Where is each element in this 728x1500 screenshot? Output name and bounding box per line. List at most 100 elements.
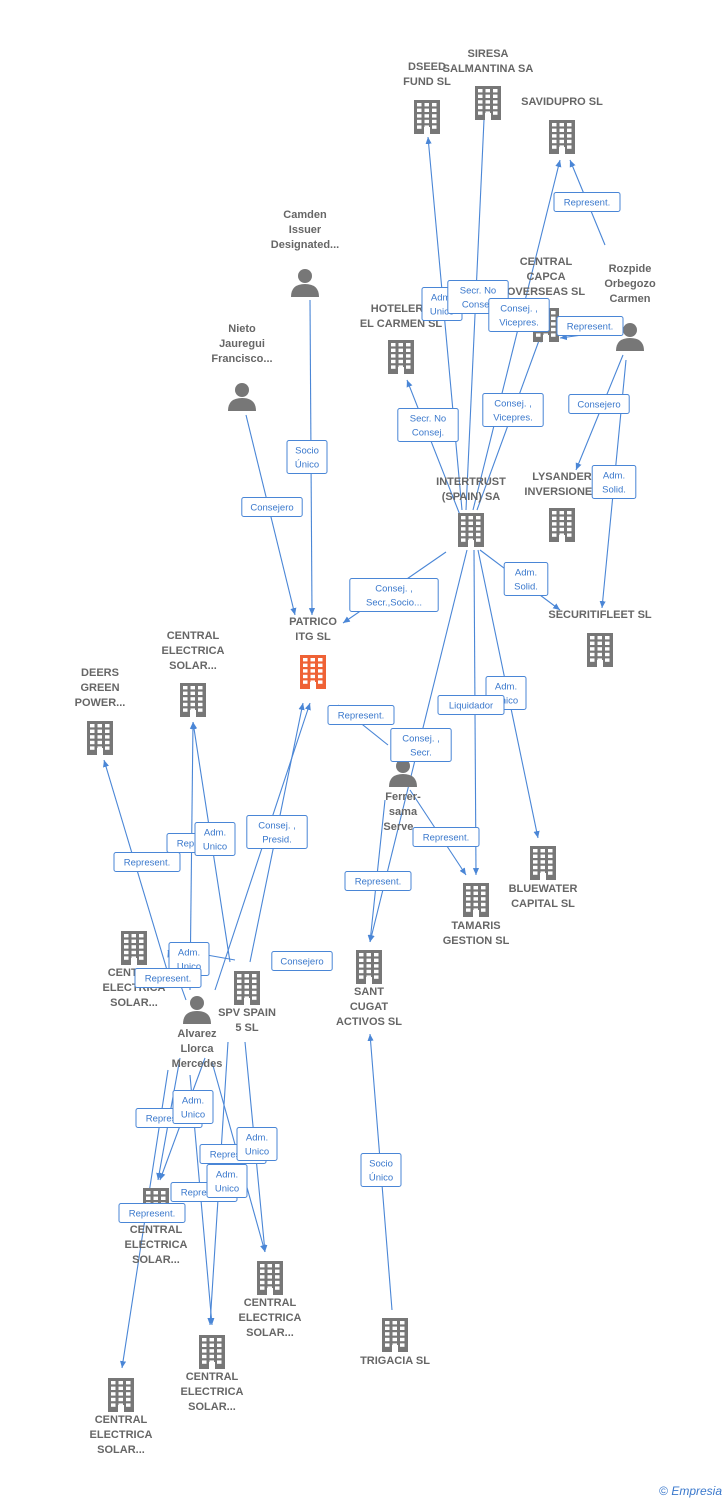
brand-watermark[interactable]: © Empresia xyxy=(659,1484,722,1498)
building-icon xyxy=(530,846,556,880)
edge-label-text: Consejero xyxy=(280,957,323,968)
edge-label-text: Adm. xyxy=(204,828,226,839)
building-icon xyxy=(180,683,206,717)
node-label: Rozpide xyxy=(609,263,652,275)
building-icon xyxy=(356,950,382,984)
edge-label-text: Adm. xyxy=(495,682,517,693)
edge-label[interactable]: Adm.Unico xyxy=(172,1090,214,1124)
edge-label[interactable]: Liquidador xyxy=(437,695,505,715)
node-label: CUGAT xyxy=(350,1001,389,1013)
node-securitifleet[interactable]: SECURITIFLEET SL xyxy=(548,609,652,667)
node-savidupro[interactable]: SAVIDUPRO SL xyxy=(521,96,603,154)
node-ces_b1[interactable]: CENTRALELECTRICASOLAR... xyxy=(90,1378,153,1456)
node-label: SOLAR... xyxy=(188,1401,236,1413)
edge-label-text: Consej. , xyxy=(402,734,440,745)
edge-label-text: Adm. xyxy=(603,471,625,482)
edge-intertrust-to-hotelera xyxy=(406,379,461,516)
node-label: SOLAR... xyxy=(110,997,158,1009)
edge-label-text: Represent. xyxy=(567,322,613,333)
edge-label[interactable]: Adm.Solid. xyxy=(503,562,549,596)
node-camden[interactable]: CamdenIssuerDesignated... xyxy=(271,209,339,297)
edge-label-text: Adm. xyxy=(216,1170,238,1181)
edge-label-text: Único xyxy=(369,1173,393,1184)
edge-label-text: Socio xyxy=(295,446,319,457)
edge-label[interactable]: Represent. xyxy=(118,1203,186,1223)
node-label: FUND SL xyxy=(403,76,451,88)
edge-label-text: Consejero xyxy=(250,503,293,514)
edge-label[interactable]: Consej. ,Vicepres. xyxy=(488,298,550,332)
edge-label-text: Consej. , xyxy=(500,304,538,315)
edge-label-text: Unico xyxy=(215,1184,239,1195)
edge-label[interactable]: Consejero xyxy=(241,497,303,517)
edge-label[interactable]: Consej. ,Vicepres. xyxy=(482,393,544,427)
node-label: GREEN xyxy=(80,682,119,694)
brand-name: Empresia xyxy=(671,1484,722,1498)
building-icon xyxy=(458,513,484,547)
edge-label[interactable]: Represent. xyxy=(553,192,621,212)
building-icon xyxy=(587,633,613,667)
node-label: Designated... xyxy=(271,239,339,251)
edge-label-text: Secr. No xyxy=(410,414,446,425)
node-ferrer[interactable]: Ferrer-samaServe... xyxy=(383,759,423,833)
node-label: DSEED xyxy=(408,61,446,73)
edge-label-text: Represent. xyxy=(564,198,610,209)
building-icon xyxy=(234,971,260,1005)
edge-label[interactable]: Represent. xyxy=(556,316,624,336)
building-icon xyxy=(382,1318,408,1352)
node-deers[interactable]: DEERSGREENPOWER... xyxy=(75,667,126,755)
edge-label[interactable]: Adm.Unico xyxy=(236,1127,278,1161)
edge-label-text: Liquidador xyxy=(449,701,493,712)
edge-label-text: Consej. , xyxy=(258,821,296,832)
node-nieto[interactable]: NietoJaureguiFrancisco... xyxy=(211,323,273,411)
edge-label[interactable]: Represent. xyxy=(113,852,181,872)
edge-label[interactable]: Adm.Solid. xyxy=(591,465,637,499)
edge-label[interactable]: Represent. xyxy=(327,705,395,725)
edge-label-text: Adm. xyxy=(178,948,200,959)
edge-label[interactable]: Consejero xyxy=(271,951,333,971)
edge-label[interactable]: Consej. ,Secr.,Socio... xyxy=(349,578,439,612)
node-ces_b3[interactable]: CENTRALELECTRICASOLAR... xyxy=(181,1335,244,1413)
edge-label[interactable]: Consej. , Secr. xyxy=(390,728,452,762)
node-dseed[interactable]: DSEED FUND SL xyxy=(403,61,451,134)
edge-label-text: Represent. xyxy=(210,1150,256,1161)
edge-label-text: Adm. xyxy=(182,1096,204,1107)
node-label: Francisco... xyxy=(211,353,272,365)
edge-label-text: Consej. , xyxy=(494,399,532,410)
node-ces_b2[interactable]: CENTRALELECTRICASOLAR... xyxy=(239,1261,302,1339)
node-label: GESTION SL xyxy=(443,935,510,947)
edge-label[interactable]: Consej. ,Presid. xyxy=(246,815,308,849)
node-label: SECURITIFLEET SL xyxy=(548,609,652,621)
edge-label[interactable]: Adm. Unico xyxy=(206,1164,248,1198)
edge-label[interactable]: Represent. xyxy=(134,968,202,988)
node-intertrust[interactable]: INTERTRUST(SPAIN) SA xyxy=(436,476,506,547)
edge-label-text: Socio xyxy=(369,1159,393,1170)
edge-label[interactable]: Adm.Unico xyxy=(194,822,236,856)
edge-label[interactable]: Represent. xyxy=(412,827,480,847)
building-icon xyxy=(475,86,501,120)
node-trigacia[interactable]: TRIGACIA SL xyxy=(360,1318,430,1367)
node-label: ELECTRICA xyxy=(90,1429,153,1441)
node-ces_top[interactable]: CENTRALELECTRICASOLAR... xyxy=(162,630,225,717)
building-icon xyxy=(549,120,575,154)
node-label: ELECTRICA xyxy=(162,645,225,657)
edge-label-text: Secr. xyxy=(410,748,432,759)
node-ces_left[interactable]: CENTRALELECTRICASOLAR... xyxy=(103,931,166,1009)
edge-label[interactable]: Represent. xyxy=(344,871,412,891)
node-label: Carmen xyxy=(610,293,651,305)
node-label: LYSANDER xyxy=(532,471,592,483)
edge-label[interactable]: Consejero xyxy=(568,394,630,414)
